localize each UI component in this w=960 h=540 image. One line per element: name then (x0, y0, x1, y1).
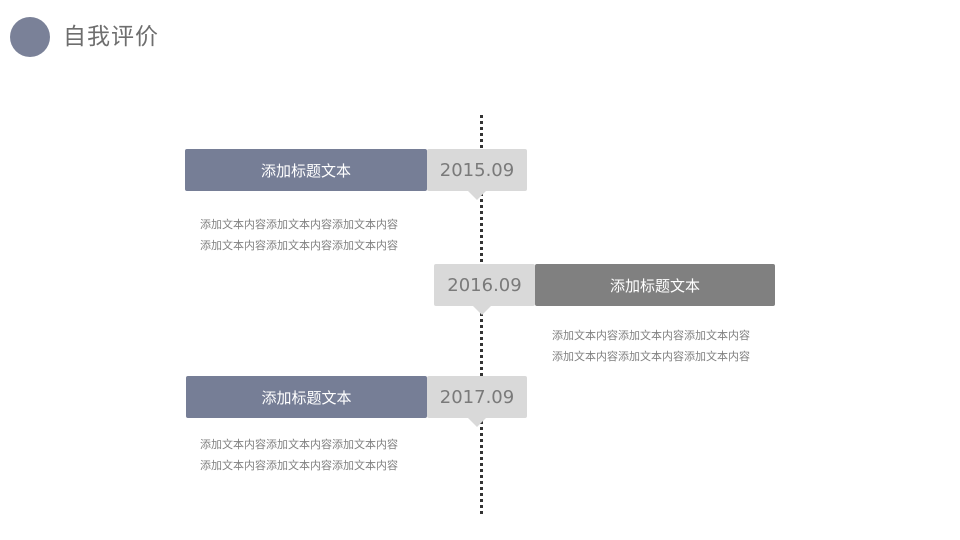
desc-line: 添加文本内容添加文本内容添加文本内容 (200, 239, 398, 252)
timeline-date: 2016.09 (434, 264, 535, 315)
desc-line: 添加文本内容添加文本内容添加文本内容 (552, 329, 750, 342)
timeline-description: 添加文本内容添加文本内容添加文本内容 添加文本内容添加文本内容添加文本内容 (200, 214, 398, 256)
timeline-date: 2015.09 (427, 149, 527, 200)
desc-line: 添加文本内容添加文本内容添加文本内容 (200, 218, 398, 231)
desc-line: 添加文本内容添加文本内容添加文本内容 (200, 438, 398, 451)
timeline-date: 2017.09 (427, 376, 527, 427)
desc-line: 添加文本内容添加文本内容添加文本内容 (552, 350, 750, 363)
header-circle-icon (10, 17, 50, 57)
timeline-description: 添加文本内容添加文本内容添加文本内容 添加文本内容添加文本内容添加文本内容 (200, 434, 398, 476)
timeline-title-bar: 添加标题文本 (186, 376, 427, 418)
page-title: 自我评价 (63, 24, 159, 50)
timeline-title-bar: 添加标题文本 (185, 149, 427, 191)
timeline-title-bar: 添加标题文本 (535, 264, 775, 306)
timeline-dotted-line (480, 115, 483, 515)
desc-line: 添加文本内容添加文本内容添加文本内容 (200, 459, 398, 472)
timeline-description: 添加文本内容添加文本内容添加文本内容 添加文本内容添加文本内容添加文本内容 (552, 325, 750, 367)
